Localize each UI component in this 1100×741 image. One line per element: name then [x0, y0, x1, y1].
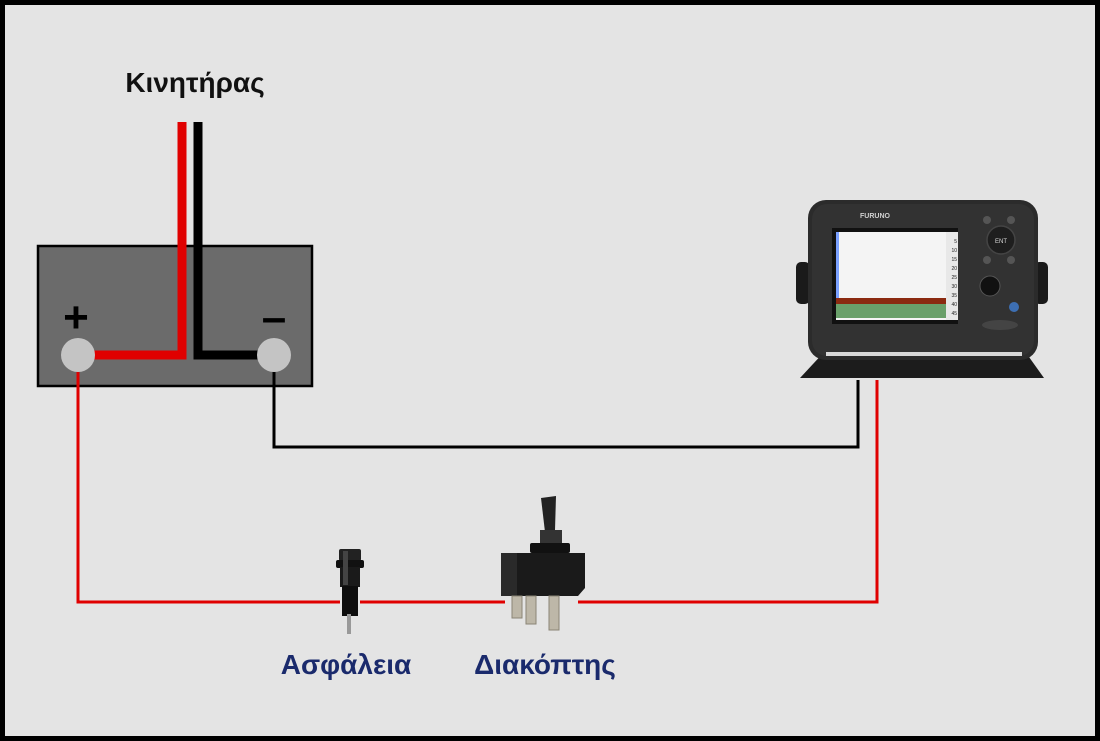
depth-scale: 5 10 15 20 25 30 35 40 45 — [951, 239, 957, 317]
device-left-knob — [796, 262, 810, 304]
battery-minus-sign: – — [262, 293, 286, 342]
depth-scale-label: 5 — [954, 239, 957, 245]
device-rotary-knob — [979, 275, 1001, 297]
device-nav-pad — [986, 225, 1016, 255]
battery-positive-terminal — [61, 338, 95, 372]
fishfinder-device: FURUNO 5 10 15 20 25 30 35 40 45 ENT — [796, 200, 1048, 378]
positive-wire-switch-to-device — [578, 380, 879, 604]
device-logo-plate — [982, 320, 1018, 330]
depth-scale-label: 45 — [951, 311, 957, 317]
engine-positive-wire — [78, 122, 187, 360]
engine-negative-wire — [193, 122, 274, 360]
engine-label: Κινητήρας — [125, 67, 264, 98]
device-button-4 — [1007, 256, 1015, 264]
depth-scale-label: 20 — [951, 266, 957, 272]
battery-negative-terminal — [257, 338, 291, 372]
device-brand: FURUNO — [860, 213, 890, 220]
device-power-button — [1009, 302, 1019, 312]
positive-wire-to-fuse — [76, 372, 340, 604]
negative-wire-to-device — [272, 372, 860, 449]
depth-scale-label: 25 — [951, 275, 957, 281]
depth-scale-label: 30 — [951, 284, 957, 290]
depth-scale-label: 10 — [951, 248, 957, 254]
toggle-switch — [501, 496, 585, 631]
device-button-1 — [983, 216, 991, 224]
device-button-3 — [983, 256, 991, 264]
battery-plus-sign: + — [63, 293, 89, 342]
device-button-2 — [1007, 216, 1015, 224]
fuse-holder — [336, 549, 364, 634]
depth-scale-label: 15 — [951, 257, 957, 263]
switch-label: Διακόπτης — [474, 649, 616, 680]
depth-scale-label: 40 — [951, 302, 957, 308]
device-ent-label: ENT — [995, 239, 1007, 245]
fuse-label: Ασφάλεια — [281, 649, 411, 680]
depth-scale-label: 35 — [951, 293, 957, 299]
